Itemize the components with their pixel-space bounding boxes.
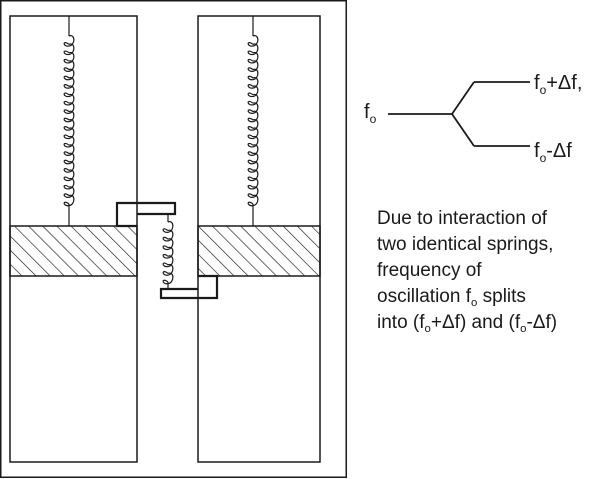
outer-frame: [0, 0, 347, 478]
description-line-1: Due to interaction of: [377, 208, 548, 229]
label-fo-minus-delta: fo-Δf: [534, 140, 572, 165]
description-line-3: frequency of: [377, 260, 482, 281]
description-line-2: two identical springs,: [377, 234, 554, 255]
frequency-split-fork: [388, 81, 530, 147]
description-line-4: oscillation fo splits: [377, 286, 526, 309]
upper-coupling-plate: [115, 201, 177, 228]
right-spring: [247, 16, 259, 226]
lower-coupling-plate: [159, 274, 219, 300]
label-fo-plus-delta: fo+Δf,: [534, 72, 582, 97]
left-spring: [63, 16, 75, 226]
description-line-5: into (fo+Δf) and (fo-Δf): [377, 312, 558, 335]
description-text: Due to interaction of two identical spri…: [377, 206, 599, 336]
coupling-spring: [162, 214, 174, 289]
label-fo: fo: [364, 101, 377, 126]
left-mass: [9, 225, 138, 277]
right-mass: [197, 225, 321, 277]
